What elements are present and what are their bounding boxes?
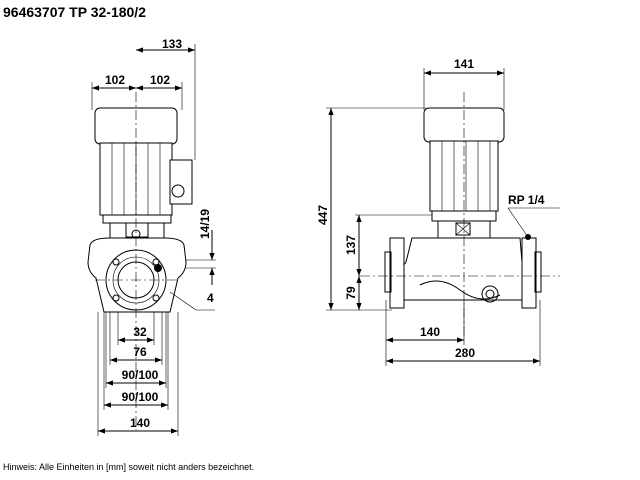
dim-32: 32 bbox=[133, 325, 147, 339]
front-coupling bbox=[102, 214, 172, 224]
dim-140-front: 140 bbox=[130, 416, 150, 430]
dim-102-left: 102 bbox=[105, 73, 125, 87]
units-note: Hinweis: Alle Einheiten in [mm] soweit n… bbox=[3, 462, 255, 472]
dim-140-side: 140 bbox=[420, 325, 440, 339]
side-flange-right bbox=[521, 237, 537, 309]
dim-102-right: 102 bbox=[150, 73, 170, 87]
side-flange-left bbox=[389, 237, 405, 309]
drawing-title: 96463707 TP 32-180/2 bbox=[3, 4, 146, 20]
side-view: 141 447 137 79 RP 1/4 140 280 bbox=[316, 57, 560, 366]
dim-79: 79 bbox=[344, 286, 358, 300]
dim-14-19: 14/19 bbox=[198, 209, 212, 239]
dim-447: 447 bbox=[316, 205, 330, 225]
front-cable-gland bbox=[171, 184, 185, 198]
front-pump-housing bbox=[87, 237, 187, 313]
side-drain-plug bbox=[481, 285, 499, 303]
dim-280: 280 bbox=[455, 346, 475, 360]
dim-90-100-a: 90/100 bbox=[122, 368, 159, 382]
dim-133: 133 bbox=[162, 37, 182, 51]
front-view: 133 102 102 14/19 4 32 76 90/100 bbox=[87, 37, 216, 436]
dim-90-100-b: 90/100 bbox=[122, 390, 159, 404]
front-terminal-box bbox=[169, 159, 193, 205]
dim-rp-1-4: RP 1/4 bbox=[508, 193, 545, 207]
dim-4: 4 bbox=[207, 291, 214, 305]
dim-137: 137 bbox=[344, 235, 358, 255]
dim-141: 141 bbox=[454, 57, 474, 71]
dim-76: 76 bbox=[133, 345, 147, 359]
